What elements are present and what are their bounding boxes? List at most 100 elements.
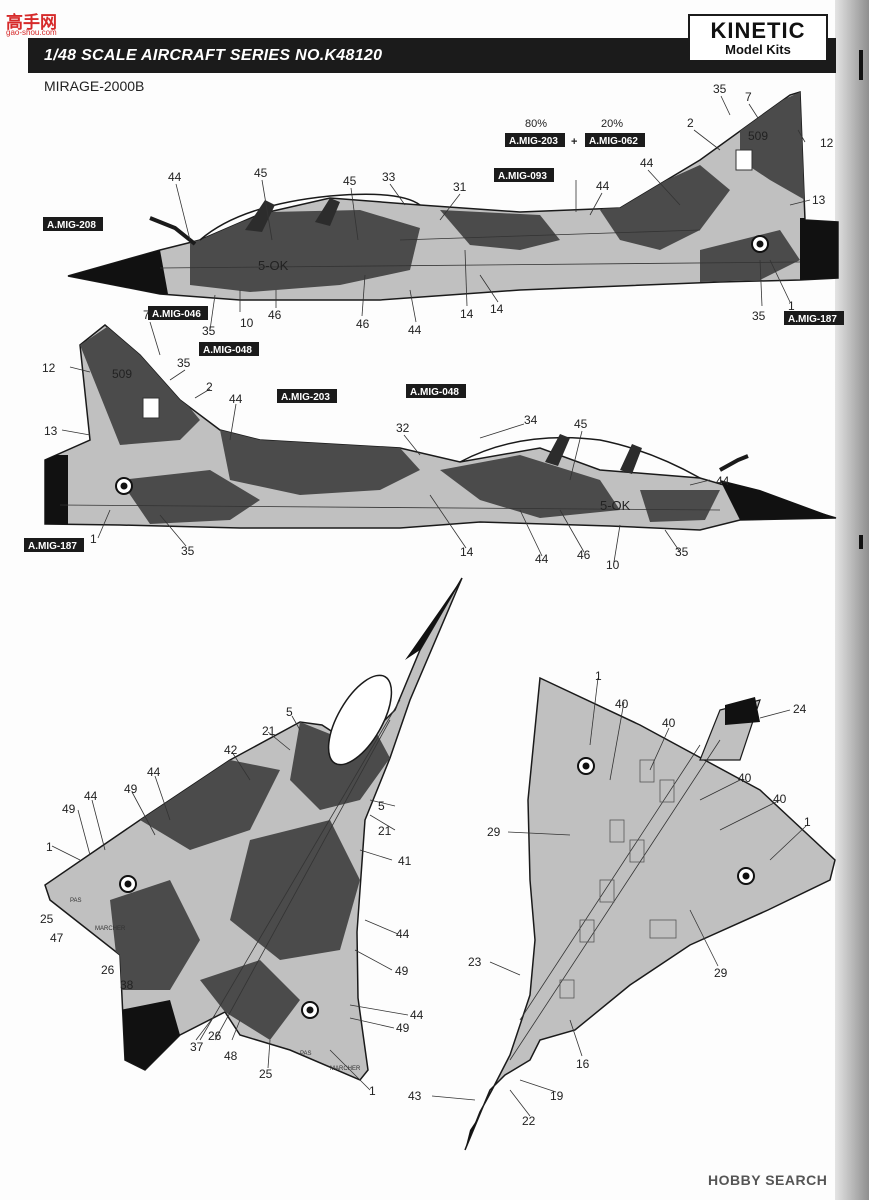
- side-view-left: 5-OK 509: [67, 91, 839, 301]
- callout: 46: [268, 308, 282, 322]
- callout: 26: [208, 1029, 222, 1043]
- callout: 49: [124, 782, 138, 796]
- callout: 1: [788, 299, 795, 313]
- brand-logo: KINETIC Model Kits: [688, 14, 828, 62]
- callout: 46: [356, 317, 370, 331]
- fuselage-code: 5-OK: [600, 498, 631, 513]
- callout: 7: [745, 90, 752, 104]
- callout: 25: [40, 912, 54, 926]
- callout: 40: [615, 697, 629, 711]
- binding-mark: [859, 535, 863, 549]
- callout: 35: [177, 356, 191, 370]
- callout: 29: [714, 966, 728, 980]
- callout: 49: [396, 1021, 410, 1035]
- callout: 5: [286, 705, 293, 719]
- stencil-text: MARCHER: [330, 1066, 361, 1072]
- callout: 21: [262, 724, 276, 738]
- callout: 14: [460, 545, 474, 559]
- callout: 44: [535, 552, 549, 566]
- callout: 38: [120, 978, 134, 992]
- callout: 44: [410, 1008, 424, 1022]
- callout: 44: [716, 474, 730, 488]
- callout: 1: [595, 669, 602, 683]
- callout: 45: [343, 174, 357, 188]
- model-title: MIRAGE-2000B: [44, 78, 145, 94]
- callout: 2: [687, 116, 694, 130]
- paint-code: A.MIG-187: [788, 314, 837, 325]
- callout: 44: [408, 323, 422, 337]
- callout: 41: [398, 854, 412, 868]
- callout: 48: [224, 1049, 238, 1063]
- callout: 35: [713, 82, 727, 96]
- callout: 21: [378, 824, 392, 838]
- callout: 31: [453, 180, 467, 194]
- callout: 44: [640, 156, 654, 170]
- stencil-text: PAS: [70, 898, 82, 904]
- paint-codes: A.MIG-208 A.MIG-046 A.MIG-048 A.MIG-203 …: [24, 133, 844, 552]
- callout: 44: [596, 179, 610, 193]
- callout: 35: [202, 324, 216, 338]
- callout: 2: [206, 380, 213, 394]
- mix-plus: +: [571, 136, 577, 148]
- site-watermark-url: gao-shou.com: [6, 28, 57, 37]
- callout: 35: [181, 544, 195, 558]
- callout: 40: [662, 716, 676, 730]
- callout: 32: [396, 421, 410, 435]
- brand-name: KINETIC: [710, 18, 806, 43]
- callout: 44: [84, 789, 98, 803]
- binding-mark: [859, 50, 863, 80]
- callout: 14: [460, 307, 474, 321]
- callout: 35: [675, 545, 689, 559]
- top-view: PAS MARCHER PAS MARCHER: [44, 577, 463, 1081]
- callout: 26: [101, 963, 115, 977]
- paint-code: A.MIG-208: [47, 220, 96, 231]
- paint-code: A.MIG-203: [281, 392, 330, 403]
- callout: 14: [490, 302, 504, 316]
- fuselage-code: 5-OK: [258, 258, 289, 273]
- paint-code: A.MIG-062: [589, 136, 638, 147]
- callout: 10: [606, 558, 620, 572]
- callout: 42: [224, 743, 238, 757]
- callout: 44: [229, 392, 243, 406]
- callout: 1: [46, 840, 53, 854]
- callout: 12: [42, 361, 56, 375]
- callout: 10: [240, 316, 254, 330]
- site-watermark: 高手网: [6, 13, 57, 32]
- stencil-text: MARCHER: [95, 926, 126, 932]
- leader-lines: [51, 95, 811, 1117]
- tail-number: 509: [112, 367, 132, 381]
- callout: 44: [396, 927, 410, 941]
- callout: 46: [577, 548, 591, 562]
- side-view-right: 5-OK 509: [44, 324, 837, 531]
- callout: 5: [378, 799, 385, 813]
- paint-code: A.MIG-203: [509, 136, 558, 147]
- callout: 1: [90, 532, 97, 546]
- callout: 45: [254, 166, 268, 180]
- callout: 22: [522, 1114, 536, 1128]
- brand-subtitle: Model Kits: [725, 42, 791, 57]
- paint-mix: 80% 20% +: [525, 118, 623, 148]
- callout: 25: [259, 1067, 273, 1081]
- callout: 40: [773, 792, 787, 806]
- callout: 45: [574, 417, 588, 431]
- callout: 37: [190, 1040, 204, 1054]
- callout: 24: [793, 702, 807, 716]
- mix-percent: 20%: [601, 118, 623, 130]
- callout: 23: [468, 955, 482, 969]
- stencil-text: PAS: [300, 1051, 312, 1057]
- callout: 19: [550, 1089, 564, 1103]
- callout: 47: [50, 931, 64, 945]
- callout: 1: [369, 1084, 376, 1098]
- callout: 7: [143, 308, 150, 322]
- binding-shadow: [835, 0, 869, 1200]
- mix-percent: 80%: [525, 118, 547, 130]
- paint-code: A.MIG-048: [410, 387, 459, 398]
- series-title: 1/48 SCALE AIRCRAFT SERIES NO.K48120: [44, 47, 383, 64]
- callout: 29: [487, 825, 501, 839]
- paint-code: A.MIG-048: [203, 345, 252, 356]
- callout: 44: [147, 765, 161, 779]
- callout: 34: [524, 413, 538, 427]
- callout: 44: [168, 170, 182, 184]
